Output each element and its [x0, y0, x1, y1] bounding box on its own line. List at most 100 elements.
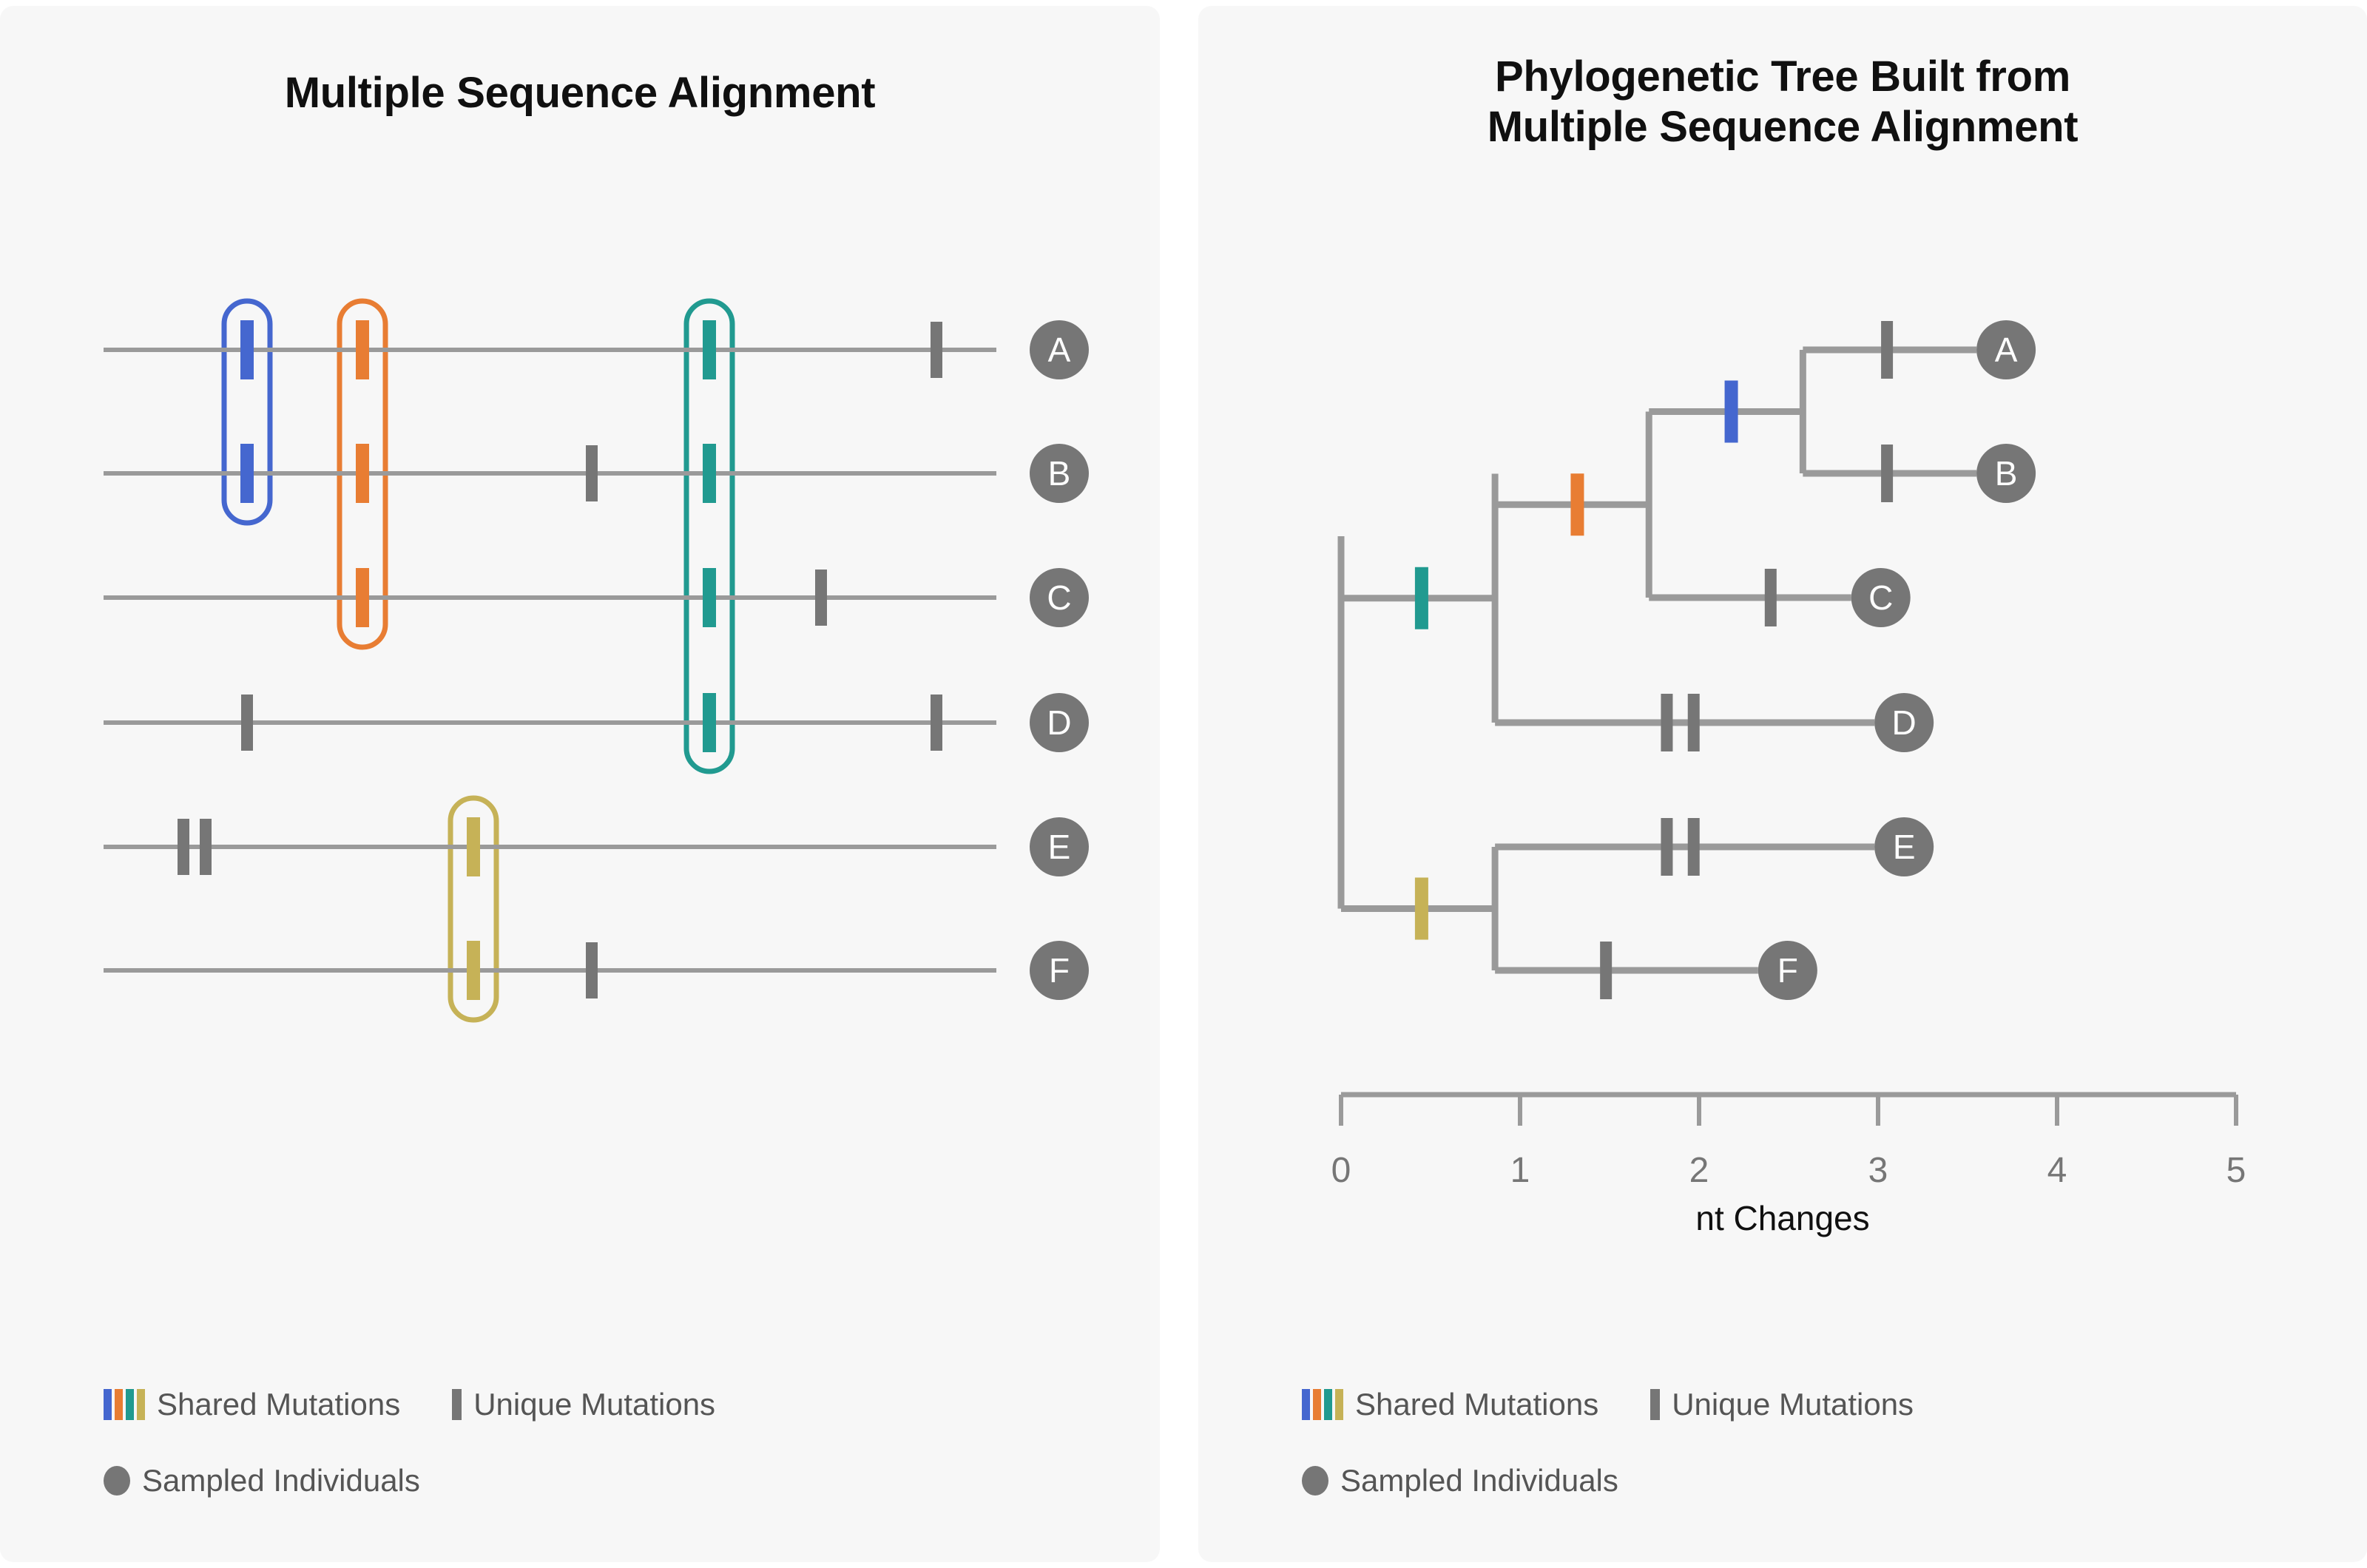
legend-shared-label: Shared Mutations	[157, 1387, 401, 1422]
shared-mutation-mark	[467, 817, 480, 876]
legend-unique-mutations-right: Unique Mutations	[1650, 1387, 1914, 1422]
legend-unique-mutations: Unique Mutations	[452, 1387, 715, 1422]
sampled-individual-node-A[interactable]: A	[1976, 320, 2036, 379]
node-label: C	[1047, 578, 1071, 617]
node-label: D	[1047, 703, 1071, 742]
tree-legend-row-2: Sampled Individuals	[1302, 1463, 1618, 1498]
sampled-individual-node-D[interactable]: D	[1874, 693, 1934, 752]
sampled-individual-node-E[interactable]: E	[1874, 817, 1934, 876]
sampled-individual-dot-icon	[104, 1466, 130, 1496]
node-circle	[1851, 568, 1911, 627]
node-label: F	[1049, 951, 1070, 990]
axis-label: nt Changes	[1695, 1199, 1870, 1237]
shared-mutation-mark	[1414, 567, 1428, 629]
axis-tick-label: 3	[1868, 1151, 1888, 1190]
sampled-individual-node-C[interactable]: C	[1851, 568, 1911, 627]
sampled-individual-node-A[interactable]: A	[1030, 320, 1089, 379]
shared-mutation-mark	[1724, 380, 1738, 443]
axis-tick-label: 0	[1331, 1151, 1351, 1190]
node-circle	[1976, 320, 2036, 379]
tree-panel-title-line-1: Phylogenetic Tree Built from	[1495, 53, 2070, 101]
shared-mutation-swatch-icon	[1302, 1389, 1343, 1420]
unique-mutation-mark	[815, 570, 827, 626]
msa-panel	[0, 6, 1160, 1562]
node-label: E	[1893, 828, 1916, 866]
legend-sampled-individuals: Sampled Individuals	[104, 1463, 420, 1498]
sampled-individual-node-C[interactable]: C	[1030, 568, 1089, 627]
legend-unique-label: Unique Mutations	[473, 1387, 716, 1422]
shared-mutation-mark	[703, 444, 716, 503]
legend-sampled-label: Sampled Individuals	[142, 1463, 420, 1498]
sampled-individual-node-B[interactable]: B	[1976, 444, 2036, 503]
node-label: A	[1995, 331, 2018, 369]
unique-mutation-mark	[1881, 321, 1894, 379]
node-circle	[1030, 320, 1089, 379]
node-circle	[1030, 693, 1089, 752]
msa-diagram: A B C D E F	[104, 298, 1089, 1023]
msa-panel-title: Multiple Sequence Alignment	[284, 69, 876, 117]
unique-mutation-mark	[1881, 445, 1894, 502]
tree-panel	[1198, 6, 2367, 1562]
unique-mutation-mark	[241, 695, 253, 751]
unique-mutation-mark	[586, 445, 598, 501]
sampled-individual-node-E[interactable]: E	[1030, 817, 1089, 876]
node-label: B	[1995, 454, 2018, 493]
axis-tick-label: 5	[2226, 1151, 2246, 1190]
unique-mutation-mark	[931, 695, 942, 751]
node-circle	[1757, 941, 1817, 1000]
msa-legend-row-2: Sampled Individuals	[104, 1463, 420, 1498]
node-circle	[1030, 568, 1089, 627]
unique-mutation-mark	[1600, 942, 1613, 999]
tree-legend-row-1: Shared Mutations Unique Mutations	[1302, 1387, 1914, 1422]
shared-mutation-swatch-icon	[104, 1389, 145, 1420]
tree-panel-title-line-2: Multiple Sequence Alignment	[1487, 103, 2079, 151]
unique-mutation-mark	[1687, 694, 1700, 751]
shared-mutation-mark	[1570, 473, 1584, 536]
shared-mutation-capsule	[683, 298, 735, 774]
axis-tick-label: 1	[1510, 1151, 1530, 1190]
unique-mutation-mark	[200, 819, 212, 875]
unique-mutation-mark	[1661, 694, 1673, 751]
shared-mutation-mark	[703, 568, 716, 627]
node-circle	[1874, 693, 1934, 752]
node-label: B	[1048, 454, 1071, 493]
node-label: E	[1048, 828, 1071, 866]
shared-mutation-mark	[356, 444, 369, 503]
node-label: C	[1868, 578, 1893, 617]
unique-mutation-swatch-icon	[1650, 1389, 1661, 1420]
node-circle	[1030, 941, 1089, 1000]
legend-shared-mutations: Shared Mutations	[104, 1387, 400, 1422]
sampled-individual-node-B[interactable]: B	[1030, 444, 1089, 503]
unique-mutation-mark	[1687, 818, 1700, 876]
shared-mutation-mark	[356, 568, 369, 627]
sampled-individual-node-F[interactable]: F	[1757, 941, 1817, 1000]
shared-mutation-mark	[240, 320, 254, 379]
node-circle	[1874, 817, 1934, 876]
unique-mutation-swatch-icon	[452, 1389, 462, 1420]
sampled-individual-node-F[interactable]: F	[1030, 941, 1089, 1000]
legend-sampled-label: Sampled Individuals	[1340, 1463, 1618, 1498]
unique-mutation-mark	[1764, 569, 1777, 626]
axis-tick-label: 4	[2047, 1151, 2067, 1190]
node-circle	[1976, 444, 2036, 503]
axis-tick-label: 2	[1689, 1151, 1709, 1190]
node-circle	[1030, 444, 1089, 503]
shared-mutation-mark	[1414, 877, 1428, 940]
shared-mutation-mark	[356, 320, 369, 379]
shared-mutation-capsule	[221, 298, 273, 526]
shared-mutation-mark	[240, 444, 254, 503]
unique-mutation-mark	[178, 819, 189, 875]
node-label: A	[1048, 331, 1071, 369]
shared-mutation-mark	[703, 320, 716, 379]
legend-unique-label: Unique Mutations	[1672, 1387, 1914, 1422]
shared-mutation-capsule	[448, 795, 499, 1023]
legend-shared-mutations-right: Shared Mutations	[1302, 1387, 1598, 1422]
unique-mutation-mark	[586, 942, 598, 998]
unique-mutation-mark	[1661, 818, 1673, 876]
unique-mutation-mark	[931, 322, 942, 378]
legend-sampled-individuals-right: Sampled Individuals	[1302, 1463, 1618, 1498]
node-label: F	[1777, 951, 1798, 990]
sampled-individual-node-D[interactable]: D	[1030, 693, 1089, 752]
